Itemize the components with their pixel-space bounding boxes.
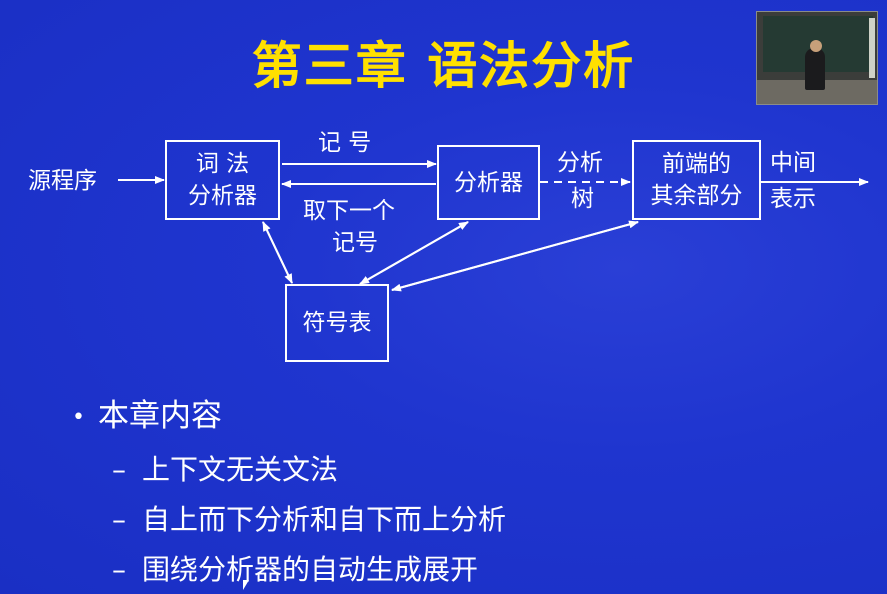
content-heading: • 本章内容 [72, 396, 222, 438]
arrow-symtab-to-frontend [391, 220, 639, 291]
parse-tree-line1: 分析 [557, 150, 603, 176]
dash-icon: – [112, 453, 126, 486]
window-light [869, 18, 875, 78]
source-program-label: 源程序 [28, 168, 97, 194]
dash-icon: – [112, 503, 126, 536]
ir-line2: 表示 [770, 186, 816, 212]
dash-icon: – [112, 553, 126, 586]
lexical-analyzer-box: 词 法 分析器 [165, 140, 280, 220]
slide-title: 第三章 语法分析 [251, 37, 636, 95]
content-item: –上下文无关文法 [112, 450, 338, 490]
arrow-symtab-to-lexer [262, 221, 293, 284]
get-next-token-line2: 记号 [332, 230, 378, 256]
lecturer-figure [805, 48, 825, 90]
symbol-table-box: 符号表 [285, 284, 389, 362]
content-item: –自上而下分析和自下而上分析 [112, 500, 506, 540]
lecturer-head [810, 40, 822, 52]
content-heading-text: 本章内容 [98, 398, 222, 434]
arrow-symtab-to-parser [359, 221, 469, 285]
lexer-line2: 分析器 [188, 183, 257, 209]
content-item-text: 上下文无关文法 [142, 453, 339, 486]
frontend-line2: 其余部分 [650, 183, 743, 209]
symbol-table-label: 符号表 [302, 310, 372, 336]
content-item-text: 围绕分析器的自动生成展开 [142, 553, 479, 586]
parser-label: 分析器 [454, 169, 523, 196]
lexer-line1: 词 法 [195, 151, 250, 177]
token-label: 记 号 [318, 130, 372, 156]
get-next-token-line1: 取下一个 [303, 198, 395, 224]
lecturer-video-thumbnail [756, 11, 878, 105]
ir-line1: 中间 [770, 150, 816, 176]
frontend-rest-box: 前端的 其余部分 [632, 140, 761, 220]
content-item-text: 自上而下分析和自下而上分析 [142, 503, 507, 536]
parser-box: 分析器 [437, 145, 540, 220]
bullet-dot-icon: • [72, 404, 85, 430]
frontend-line1: 前端的 [662, 151, 731, 177]
content-item: –围绕分析器的自动生成展开 [112, 550, 478, 590]
parse-tree-line2: 树 [571, 186, 594, 212]
mouse-cursor-icon [243, 580, 249, 590]
